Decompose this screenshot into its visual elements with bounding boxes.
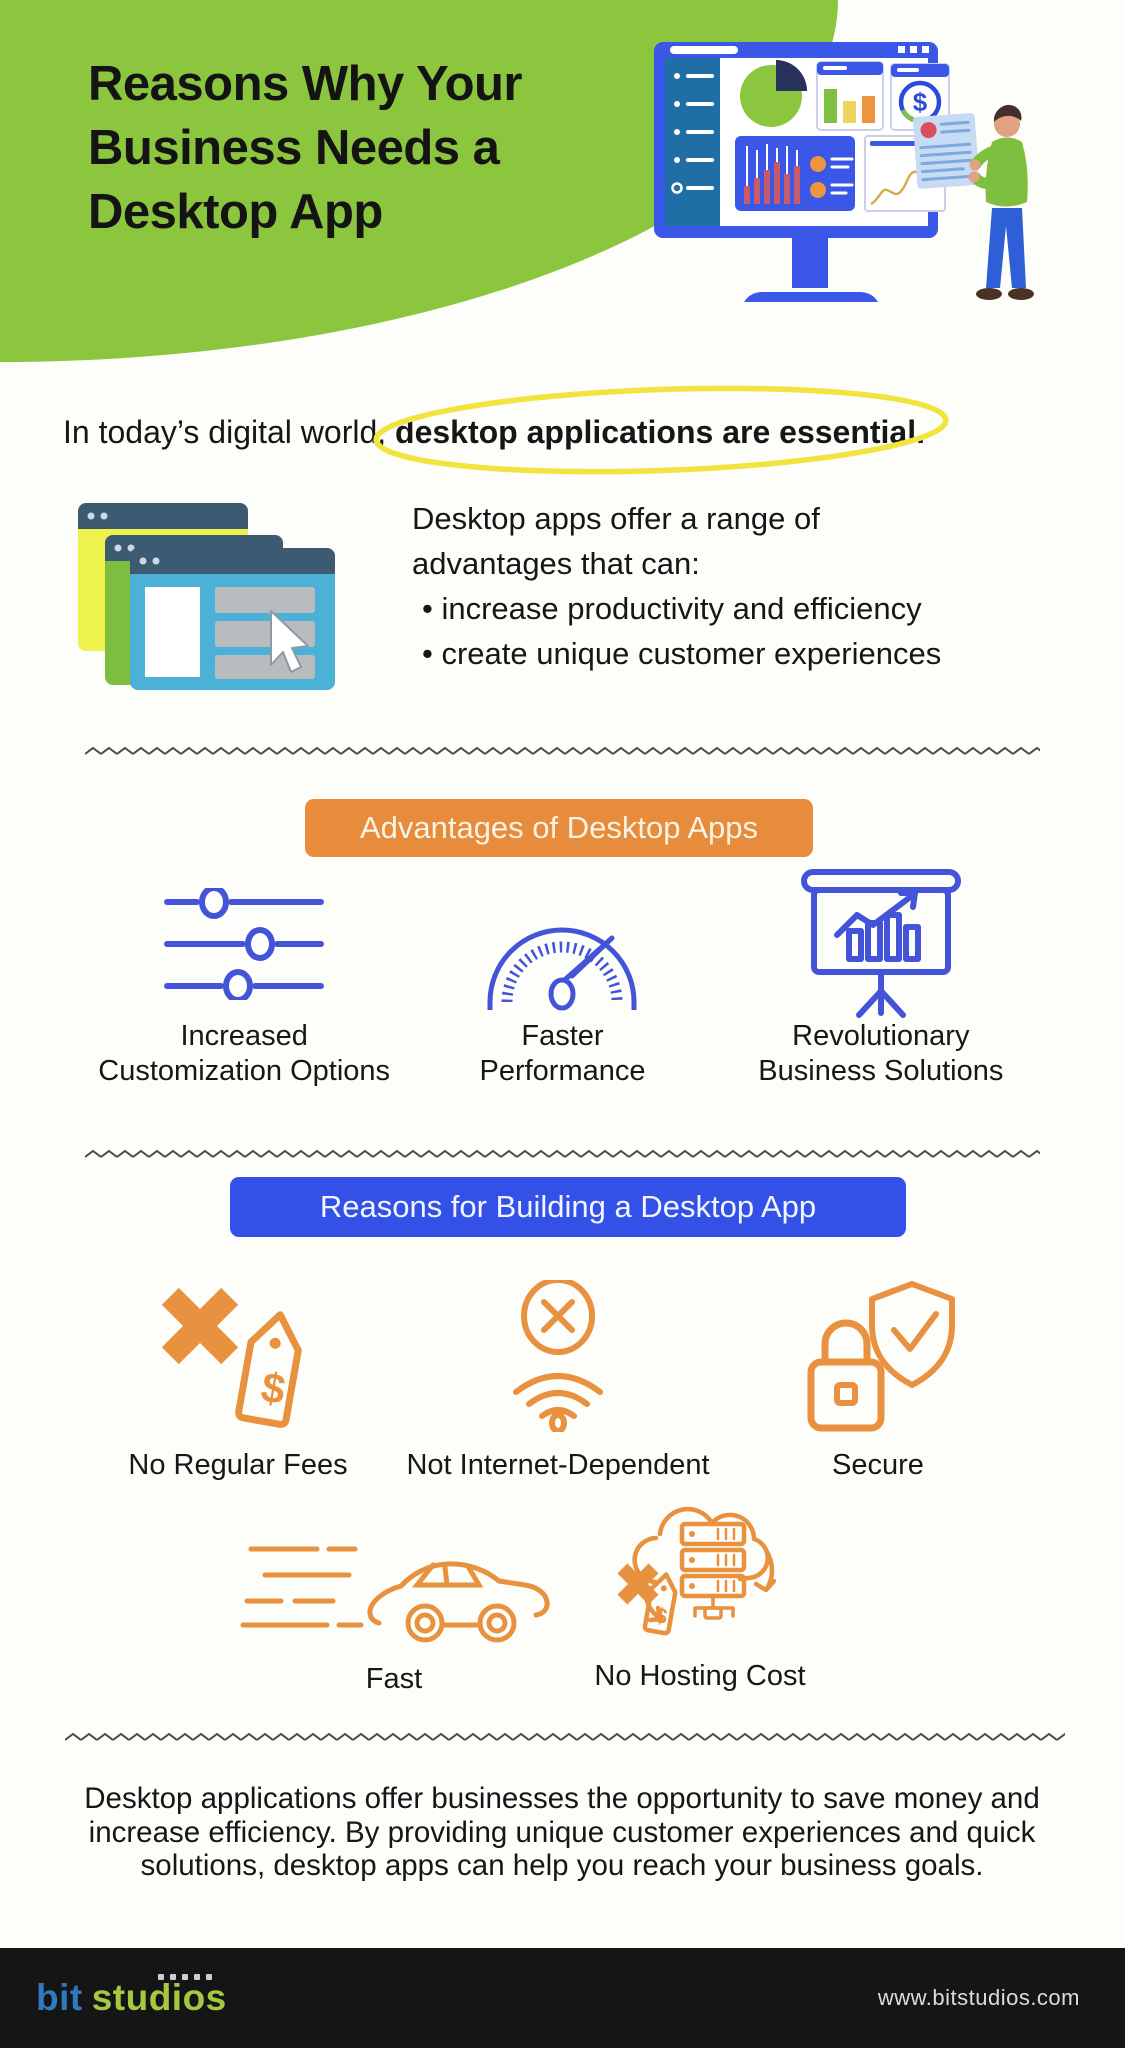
logo-text-studios: studios (91, 1977, 227, 2018)
sliders-icon (159, 875, 329, 1013)
lead-highlight-text: desktop applications are essential. (395, 414, 925, 450)
advantage-item-customization: Increased Customization Options (85, 875, 403, 1089)
lead-sentence: In today’s digital world, desktop applic… (63, 385, 1093, 475)
reason-item-fast: Fast (214, 1535, 574, 1697)
no-fees-price-tag-icon: $ (148, 1272, 328, 1432)
advantage-item-performance: Faster Performance (403, 875, 721, 1089)
advantage-label-line: Faster (521, 1020, 604, 1052)
advantage-label: Faster Performance (479, 1019, 645, 1089)
reason-label: No Hosting Cost (594, 1660, 806, 1692)
coin-dollar-glyph: $ (913, 87, 928, 117)
zigzag-divider (65, 1730, 1065, 1744)
advantage-label-line: Performance (479, 1055, 646, 1087)
reason-label: No Regular Fees (128, 1449, 348, 1481)
advantages-banner: Advantages of Desktop Apps (305, 799, 813, 857)
advantage-label-line: Business Solutions (758, 1055, 1004, 1087)
lead-plain-text: In today’s digital world, (63, 414, 396, 450)
no-wifi-icon (483, 1272, 633, 1432)
fast-car-icon (229, 1535, 559, 1648)
intro-text-block: Desktop apps offer a range of advantages… (412, 496, 1072, 676)
advantage-label: Increased Customization Options (98, 1019, 390, 1089)
presentation-chart-icon (800, 869, 961, 1018)
stacked-app-windows-icon (78, 503, 335, 690)
advantage-label: Revolutionary Business Solutions (758, 1019, 1003, 1089)
intro-body-line: Desktop apps offer a range of (412, 501, 820, 536)
lock-shield-icon (791, 1272, 966, 1432)
intro-bullet: • increase productivity and efficiency (422, 591, 922, 626)
reason-item-no-internet: Not Internet-Dependent (398, 1272, 718, 1483)
reasons-banner: Reasons for Building a Desktop App (230, 1177, 906, 1237)
tag-dollar-glyph: $ (258, 1363, 289, 1413)
intro-body-line: advantages that can: (412, 546, 700, 581)
title-line: Reasons Why Your (88, 57, 523, 111)
reason-label: Not Internet-Dependent (406, 1449, 710, 1481)
title-line: Business Needs a (88, 121, 500, 175)
conclusion-paragraph: Desktop applications offer businesses th… (84, 1782, 1040, 1882)
advantage-item-solutions: Revolutionary Business Solutions (722, 869, 1040, 1089)
tag-dollar-glyph: $ (653, 1602, 669, 1629)
reason-item-no-fees: $ No Regular Fees (78, 1272, 398, 1483)
logo-dots-icon (158, 1974, 212, 1980)
advantage-label-line: Customization Options (98, 1055, 391, 1087)
advantage-label-line: Revolutionary (792, 1020, 970, 1052)
reasons-row-1: $ No Regular Fees Not Internet (78, 1272, 1038, 1483)
reason-item-secure: Secure (718, 1272, 1038, 1483)
reason-item-no-hosting: $ No Hosting Cost (540, 1498, 860, 1694)
highlight-wrap: desktop applications are essential. (373, 385, 949, 475)
advantages-row: Increased Customization Options Faster P… (85, 869, 1040, 1089)
reason-label: Secure (832, 1449, 924, 1481)
intro-bullet: • create unique customer experiences (422, 636, 942, 671)
reason-label: Fast (365, 1663, 423, 1695)
advantage-label-line: Increased (180, 1020, 308, 1052)
logo-text-bit: bit (36, 1977, 83, 2018)
title-line: Desktop App (88, 185, 383, 239)
zigzag-divider (85, 744, 1040, 758)
footer-website-url: www.bitstudios.com (877, 1985, 1080, 2010)
page-title: Reasons Why Your Business Needs a Deskto… (88, 52, 523, 244)
speedometer-icon (472, 875, 652, 1013)
hero-monitor-dashboard-illustration: $ (654, 42, 1034, 302)
zigzag-divider (85, 1147, 1040, 1161)
no-hosting-cloud-server-icon: $ (600, 1498, 800, 1645)
